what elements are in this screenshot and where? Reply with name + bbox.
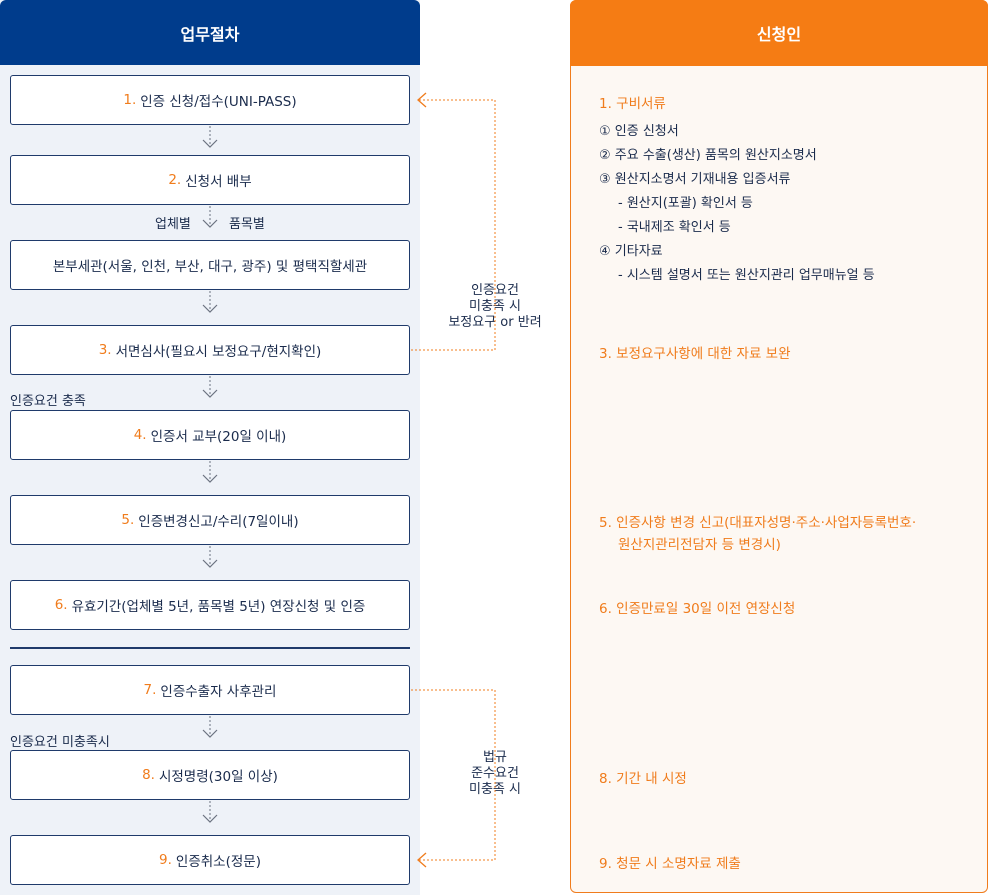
docs-title: 1. 구비서류 <box>599 96 666 112</box>
step-8-box: 8.시정명령(30일 이상) <box>10 750 410 800</box>
step-5-label: 인증변경신고/수리(7일이내) <box>138 514 299 530</box>
down-arrow-heads <box>202 139 218 823</box>
loop-label-1-line3: 보정요구 or 반려 <box>448 315 542 330</box>
doc-subitem-3a: - 원산지(포괄) 확인서 등 <box>618 196 753 211</box>
loop-label-2-line1: 법규 <box>483 750 507 765</box>
step-4-number: 4. <box>133 427 147 443</box>
chevron-down-icon <box>202 389 218 398</box>
step-1-number: 1. <box>123 92 137 108</box>
chevron-down-icon <box>202 559 218 568</box>
step-8-number: 8. <box>142 767 155 783</box>
loop-label-2-line3: 미충족 시 <box>469 782 521 797</box>
step-1-box: 1.인증 신청/접수(UNI-PASS) <box>10 75 410 125</box>
chevron-down-icon <box>202 474 218 483</box>
doc-item-3: ③ 원산지소명서 기재내용 입증서류 <box>599 172 791 187</box>
chevron-down-icon <box>202 814 218 823</box>
chevron-down-icon <box>202 219 218 228</box>
loop-label-1-line2: 미충족 시 <box>469 299 521 314</box>
step-7-number: 7. <box>143 682 157 698</box>
left-header: 업무절차 <box>0 0 420 65</box>
step-9-box: 9.인증취소(정문) <box>10 835 410 885</box>
step-regional-customs-label: 본부세관(서울, 인천, 부산, 대구, 광주) 및 평택직할세관 <box>52 259 368 275</box>
doc-item-2: ② 주요 수출(생산) 품목의 원산지소명서 <box>599 148 817 163</box>
step-2-label: 신청서 배부 <box>185 174 252 190</box>
loop-label-1: 인증요건 미충족 시 보정요구 or 반려 <box>440 283 550 331</box>
step-2-box: 2.신청서 배부 <box>10 155 410 205</box>
doc-subitem-4a: - 시스템 설명서 또는 원산지관리 업무매뉴얼 등 <box>618 268 875 283</box>
right-item-9: 9. 청문 시 소명자료 제출 <box>599 856 741 872</box>
chevron-left-icon <box>417 852 427 868</box>
step-6-number: 6. <box>54 597 68 613</box>
step-8-label: 시정명령(30일 이상) <box>158 769 278 785</box>
right-item-6: 6. 인증만료일 30일 이전 연장신청 <box>599 601 796 617</box>
step-7-box: 7.인증수출자 사후관리 <box>10 665 410 715</box>
section-divider <box>10 647 410 649</box>
step-6-box: 6.유효기간(업체별 5년, 품목별 5년) 연장신청 및 인증 <box>10 580 410 630</box>
note-by-item: 품목별 <box>229 217 265 232</box>
doc-item-4: ④ 기타자료 <box>599 244 663 259</box>
step-9-number: 9. <box>159 852 172 868</box>
step-2-number: 2. <box>168 172 182 188</box>
step-3-number: 3. <box>98 342 112 358</box>
chevron-left-icon <box>417 92 427 108</box>
step-4-label: 인증서 교부(20일 이내) <box>150 429 287 445</box>
step-regional-customs-box: 본부세관(서울, 인천, 부산, 대구, 광주) 및 평택직할세관 <box>10 240 410 290</box>
step-4-box: 4.인증서 교부(20일 이내) <box>10 410 410 460</box>
chevron-down-icon <box>202 304 218 313</box>
step-5-number: 5. <box>121 512 135 528</box>
loop-1-line <box>411 99 496 351</box>
doc-subitem-3b: - 국내제조 확인서 등 <box>618 220 731 235</box>
step-5-box: 5.인증변경신고/수리(7일이내) <box>10 495 410 545</box>
right-panel <box>570 0 988 893</box>
right-header: 신청인 <box>570 0 988 66</box>
chevron-down-icon <box>202 139 218 148</box>
step-6-label: 유효기간(업체별 5년, 품목별 5년) 연장신청 및 인증 <box>71 599 366 615</box>
loop-label-1-line1: 인증요건 <box>471 283 519 298</box>
step-3-label: 서면심사(필요시 보정요구/현지확인) <box>115 344 322 360</box>
note-requirement-unmet: 인증요건 미충족시 <box>10 735 110 750</box>
note-requirement-met: 인증요건 충족 <box>10 394 86 409</box>
step-3-box: 3.서면심사(필요시 보정요구/현지확인) <box>10 325 410 375</box>
right-item-3: 3. 보정요구사항에 대한 자료 보완 <box>599 346 791 362</box>
right-item-5-line2: 원산지관리전담자 등 변경시) <box>618 537 781 553</box>
loop-label-2: 법규 준수요건 미충족 시 <box>440 750 550 798</box>
right-item-5-line1: 5. 인증사항 변경 신고(대표자성명·주소·사업자등록번호· <box>599 515 917 531</box>
step-1-label: 인증 신청/접수(UNI-PASS) <box>140 94 297 110</box>
doc-item-1: ① 인증 신청서 <box>599 124 679 139</box>
step-9-label: 인증취소(정문) <box>175 854 261 870</box>
step-7-label: 인증수출자 사후관리 <box>160 684 277 700</box>
right-item-8: 8. 기간 내 시정 <box>599 771 687 787</box>
loop-label-2-line2: 준수요건 <box>471 766 519 781</box>
loop-2-line <box>411 689 496 861</box>
note-by-company: 업체별 <box>155 217 191 232</box>
chevron-down-icon <box>202 729 218 738</box>
